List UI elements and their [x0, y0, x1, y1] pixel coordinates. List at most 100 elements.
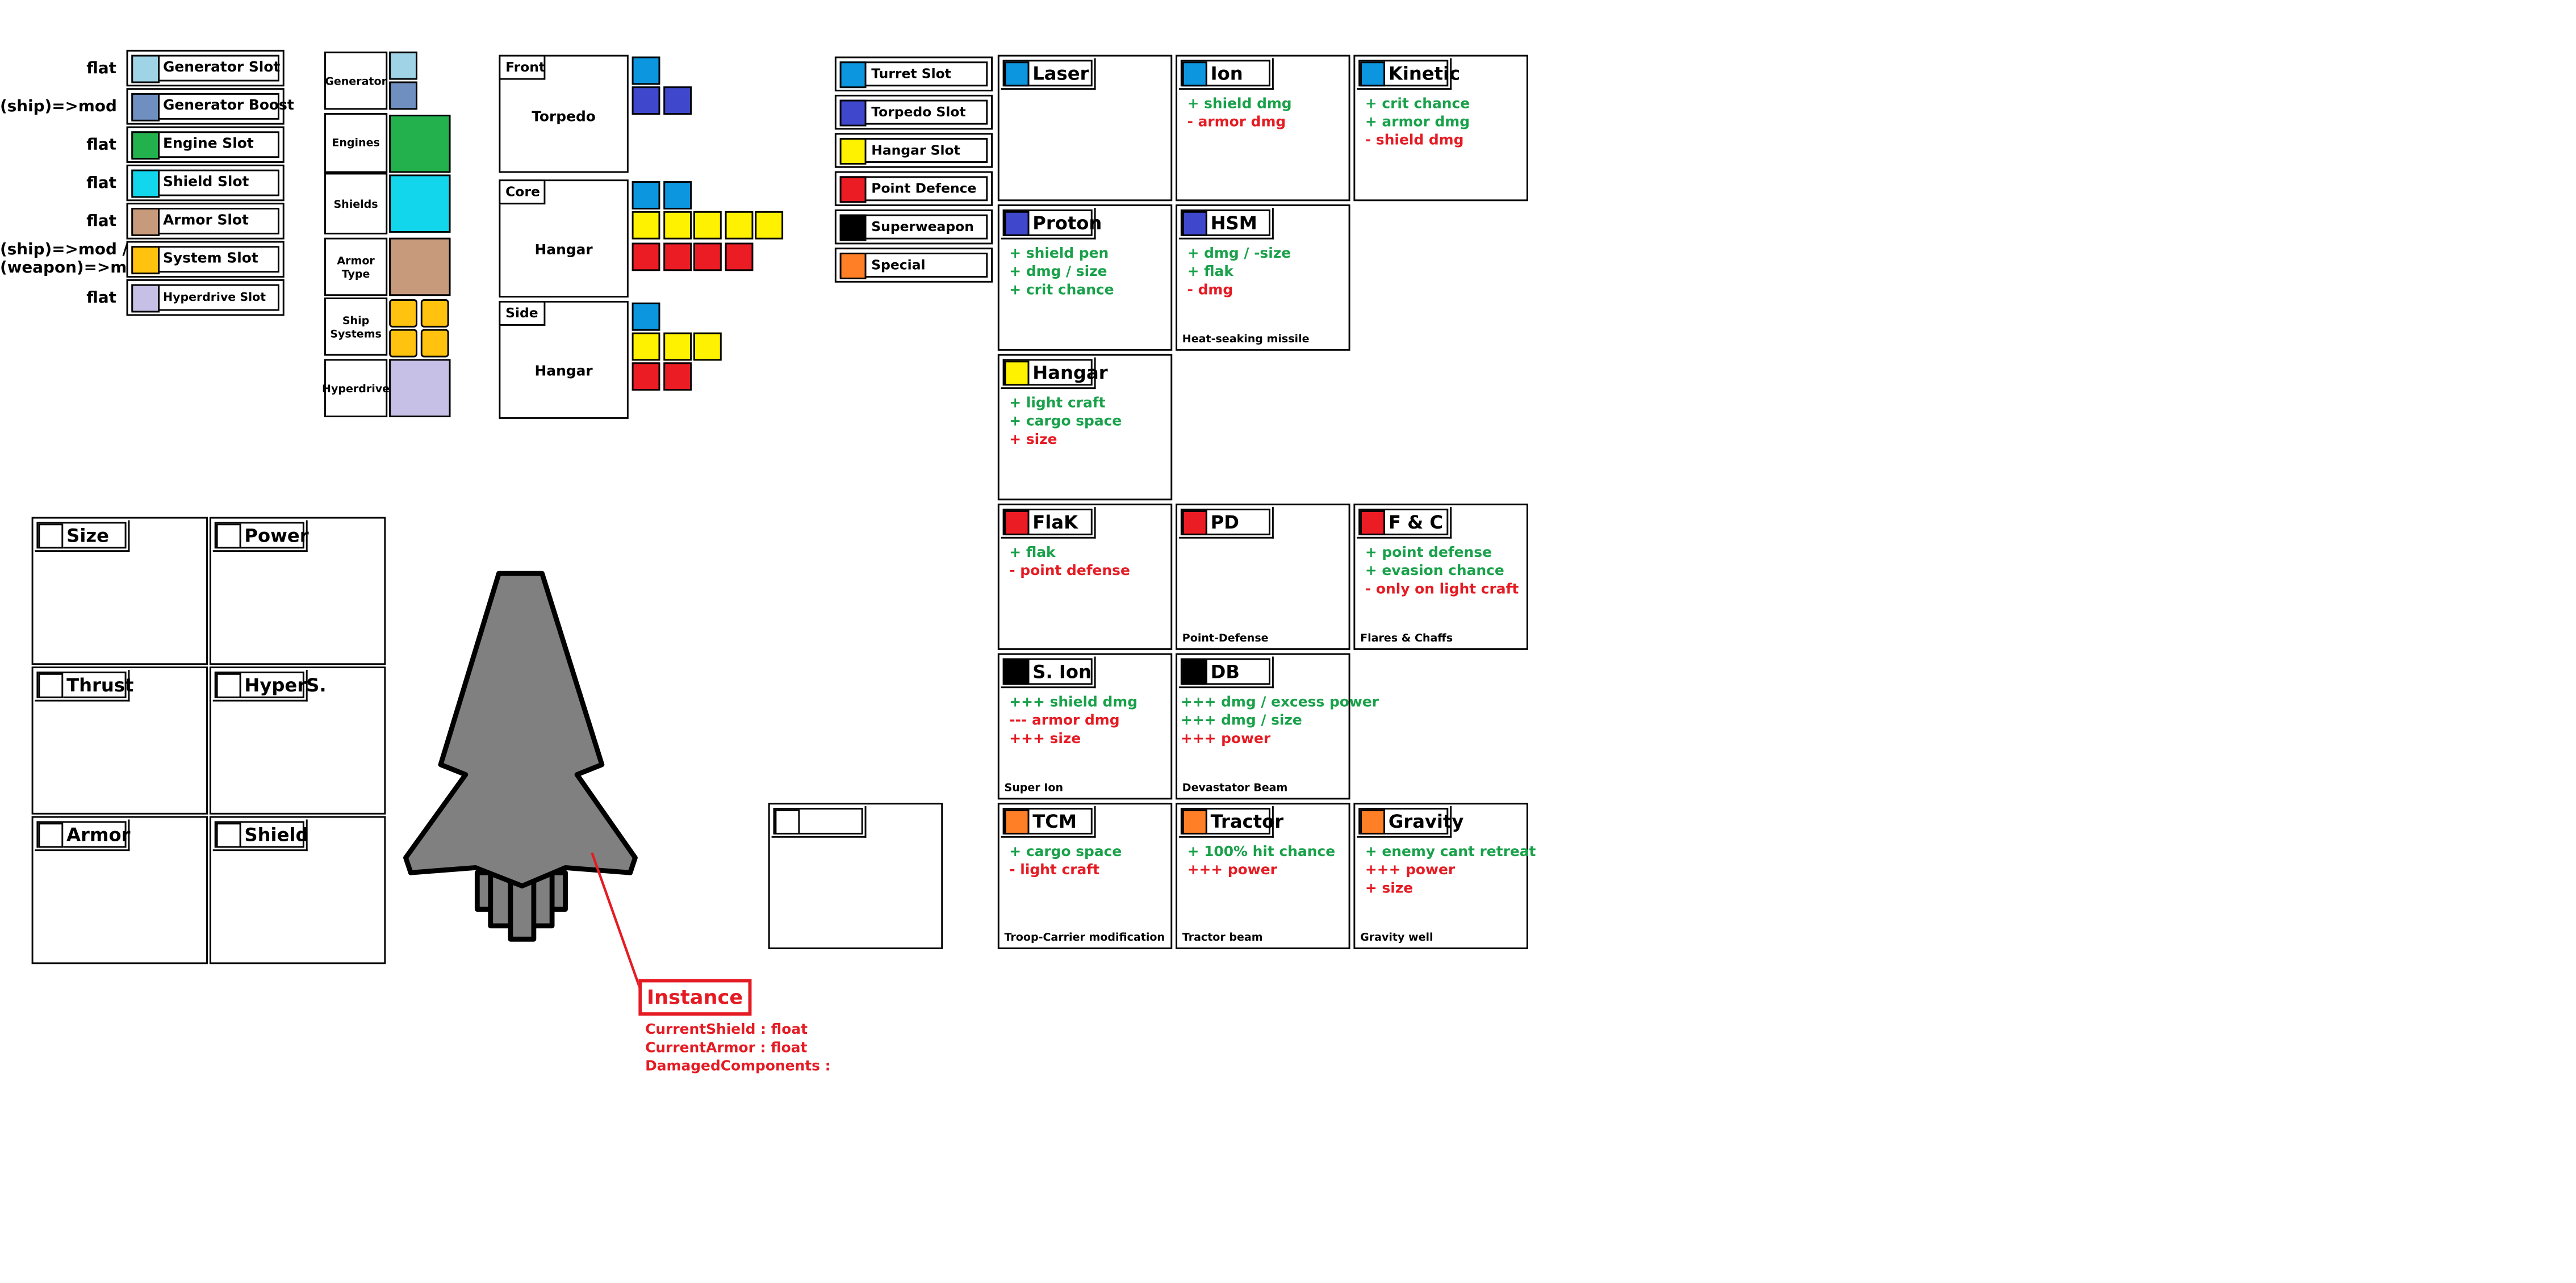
empty-card-header: [771, 806, 867, 838]
component-label: Ship Systems: [324, 297, 388, 356]
weapon-card-header: DB: [1178, 656, 1274, 689]
weapon-card-header: HSM: [1178, 208, 1274, 240]
weapon-modifier: + evasion chance: [1365, 563, 1504, 580]
turret-slot: [632, 181, 660, 209]
weapon-slot-swatch: [1004, 510, 1030, 535]
hangar-slot: [693, 211, 722, 240]
weapon-slot-swatch: [1360, 61, 1386, 87]
weapon-card-header-frame: [1358, 508, 1449, 535]
weapon-modifiers: + enemy cant retreat+++ power+ size: [1365, 844, 1536, 899]
slot-legend-label: Torpedo Slot: [871, 104, 966, 120]
weapon-full-name: Devastator Beam: [1182, 781, 1288, 795]
legend-item: Generator Boost: [126, 88, 294, 125]
weapon-modifier: - light craft: [1009, 862, 1100, 879]
weapon-modifier: +++ size: [1009, 731, 1081, 748]
weapon-modifier: + crit chance: [1009, 282, 1114, 300]
hangar-slot: [662, 332, 691, 361]
mount-label: Hangar: [534, 242, 593, 259]
weapon-slot-swatch: [1004, 211, 1030, 236]
weapon-card-header: Proton: [1001, 208, 1102, 240]
instance-field: CurrentArmor : float: [645, 1040, 808, 1058]
weapon-modifier: + crit chance: [1365, 96, 1470, 114]
stat-box-header-frame: [36, 522, 127, 549]
weapon-title: Gravity: [1388, 810, 1464, 832]
legend-item: Shield Slot: [126, 164, 285, 202]
stat-box-header-frame: [36, 671, 127, 698]
weapon-modifier: + cargo space: [1009, 414, 1122, 431]
weapon-slot-swatch: [1182, 61, 1207, 87]
weapon-modifier: + cargo space: [1009, 844, 1122, 861]
hyperdrive-slot: [389, 359, 451, 417]
weapon-card-header-frame: [1002, 508, 1093, 535]
stat-box: Thrust: [31, 666, 208, 815]
turret-slot: [632, 302, 660, 331]
weapon-card: Ion+ shield dmg- armor dmg: [1176, 54, 1350, 202]
legend-label: Armor Slot: [162, 212, 249, 230]
weapon-title: HSM: [1210, 212, 1257, 234]
weapon-modifiers: + cargo space- light craft: [1009, 844, 1122, 881]
weapon-slot-swatch: [1004, 660, 1030, 685]
turret-slot: [663, 181, 692, 209]
weapon-slot-swatch: [1182, 809, 1207, 835]
weapon-card: Proton+ shield pen+ dmg / size+ crit cha…: [997, 204, 1173, 351]
stat-box: HyperS.: [209, 666, 386, 815]
weapon-card-header: TCM: [1001, 806, 1096, 838]
weapon-slot-swatch: [1004, 809, 1030, 835]
legend-label: Engine Slot: [162, 136, 254, 153]
hangar-slot: [724, 211, 752, 240]
weapon-card: Kinetic+ crit chance+ armor dmg- shield …: [1353, 54, 1528, 202]
stat-checkbox: [216, 673, 241, 698]
stat-box-header: Armor: [35, 819, 131, 852]
legend-item: Armor Slot: [126, 203, 285, 240]
legend-swatch: [131, 54, 160, 83]
stat-box: Shield: [209, 816, 386, 965]
legend-prefix: (ship)=>mod: [0, 98, 117, 116]
weapon-modifier: + enemy cant retreat: [1365, 844, 1536, 861]
hangar-slot: [632, 332, 660, 361]
weapon-card-header: FlaK: [1001, 507, 1096, 539]
slot-legend-swatch: [839, 138, 867, 165]
weapon-modifiers: + 100% hit chance+++ power: [1187, 844, 1336, 881]
weapon-modifiers: + shield dmg- armor dmg: [1187, 97, 1292, 133]
weapon-card: F & C+ point defense+ evasion chance- on…: [1353, 504, 1528, 650]
component-label: Hyperdrive: [322, 359, 390, 417]
weapon-full-name: Point-Defense: [1182, 631, 1269, 645]
empty-card-swatch: [775, 809, 800, 835]
weapon-card-header: Gravity: [1357, 806, 1463, 838]
system-slot: [389, 329, 417, 358]
weapon-title: Tractor: [1210, 810, 1284, 832]
weapon-modifier: - dmg: [1187, 282, 1233, 300]
weapon-card-header-frame: [1002, 359, 1093, 386]
weapon-slot-swatch: [1182, 510, 1207, 535]
slot-legend-swatch: [839, 61, 867, 89]
weapon-modifier: + dmg / size: [1009, 264, 1107, 281]
empty-card: [768, 803, 943, 949]
weapon-modifier: + light craft: [1009, 395, 1106, 413]
weapon-card: Gravity + enemy cant retreat+++ power+ si…: [1353, 803, 1536, 949]
weapon-slot-swatch: [1360, 510, 1386, 535]
stat-box-header: HyperS.: [212, 669, 327, 702]
weapon-full-name: Heat-seaking missile: [1182, 332, 1310, 346]
legend-prefix: flat: [86, 136, 116, 155]
stat-box-header-frame: [214, 522, 304, 549]
weapon-card: S. Ion+++ shield dmg--- armor dmg+++ siz…: [997, 653, 1173, 800]
legend-prefix: flat: [86, 212, 116, 231]
legend-label: Generator Boost: [162, 98, 294, 115]
stat-checkbox: [216, 823, 241, 848]
stat-title: Thrust: [66, 674, 134, 696]
slot-legend-item: Superweapon: [834, 209, 993, 245]
weapon-card-header-frame: [1002, 209, 1093, 236]
point-defence-slot: [662, 242, 691, 271]
point-defence-slot: [632, 362, 660, 391]
weapon-title: Laser: [1032, 62, 1089, 84]
system-slot: [389, 299, 417, 328]
weapon-modifiers: + crit chance+ armor dmg- shield dmg: [1365, 97, 1470, 152]
stat-box-header-frame: [214, 821, 304, 848]
slot-legend-swatch: [839, 176, 867, 203]
weapon-card-header-frame: [1180, 658, 1270, 685]
slot-legend-label: Superweapon: [871, 219, 974, 234]
system-slot: [420, 329, 449, 358]
weapon-modifiers: + point defense+ evasion chance- only on…: [1365, 545, 1519, 600]
